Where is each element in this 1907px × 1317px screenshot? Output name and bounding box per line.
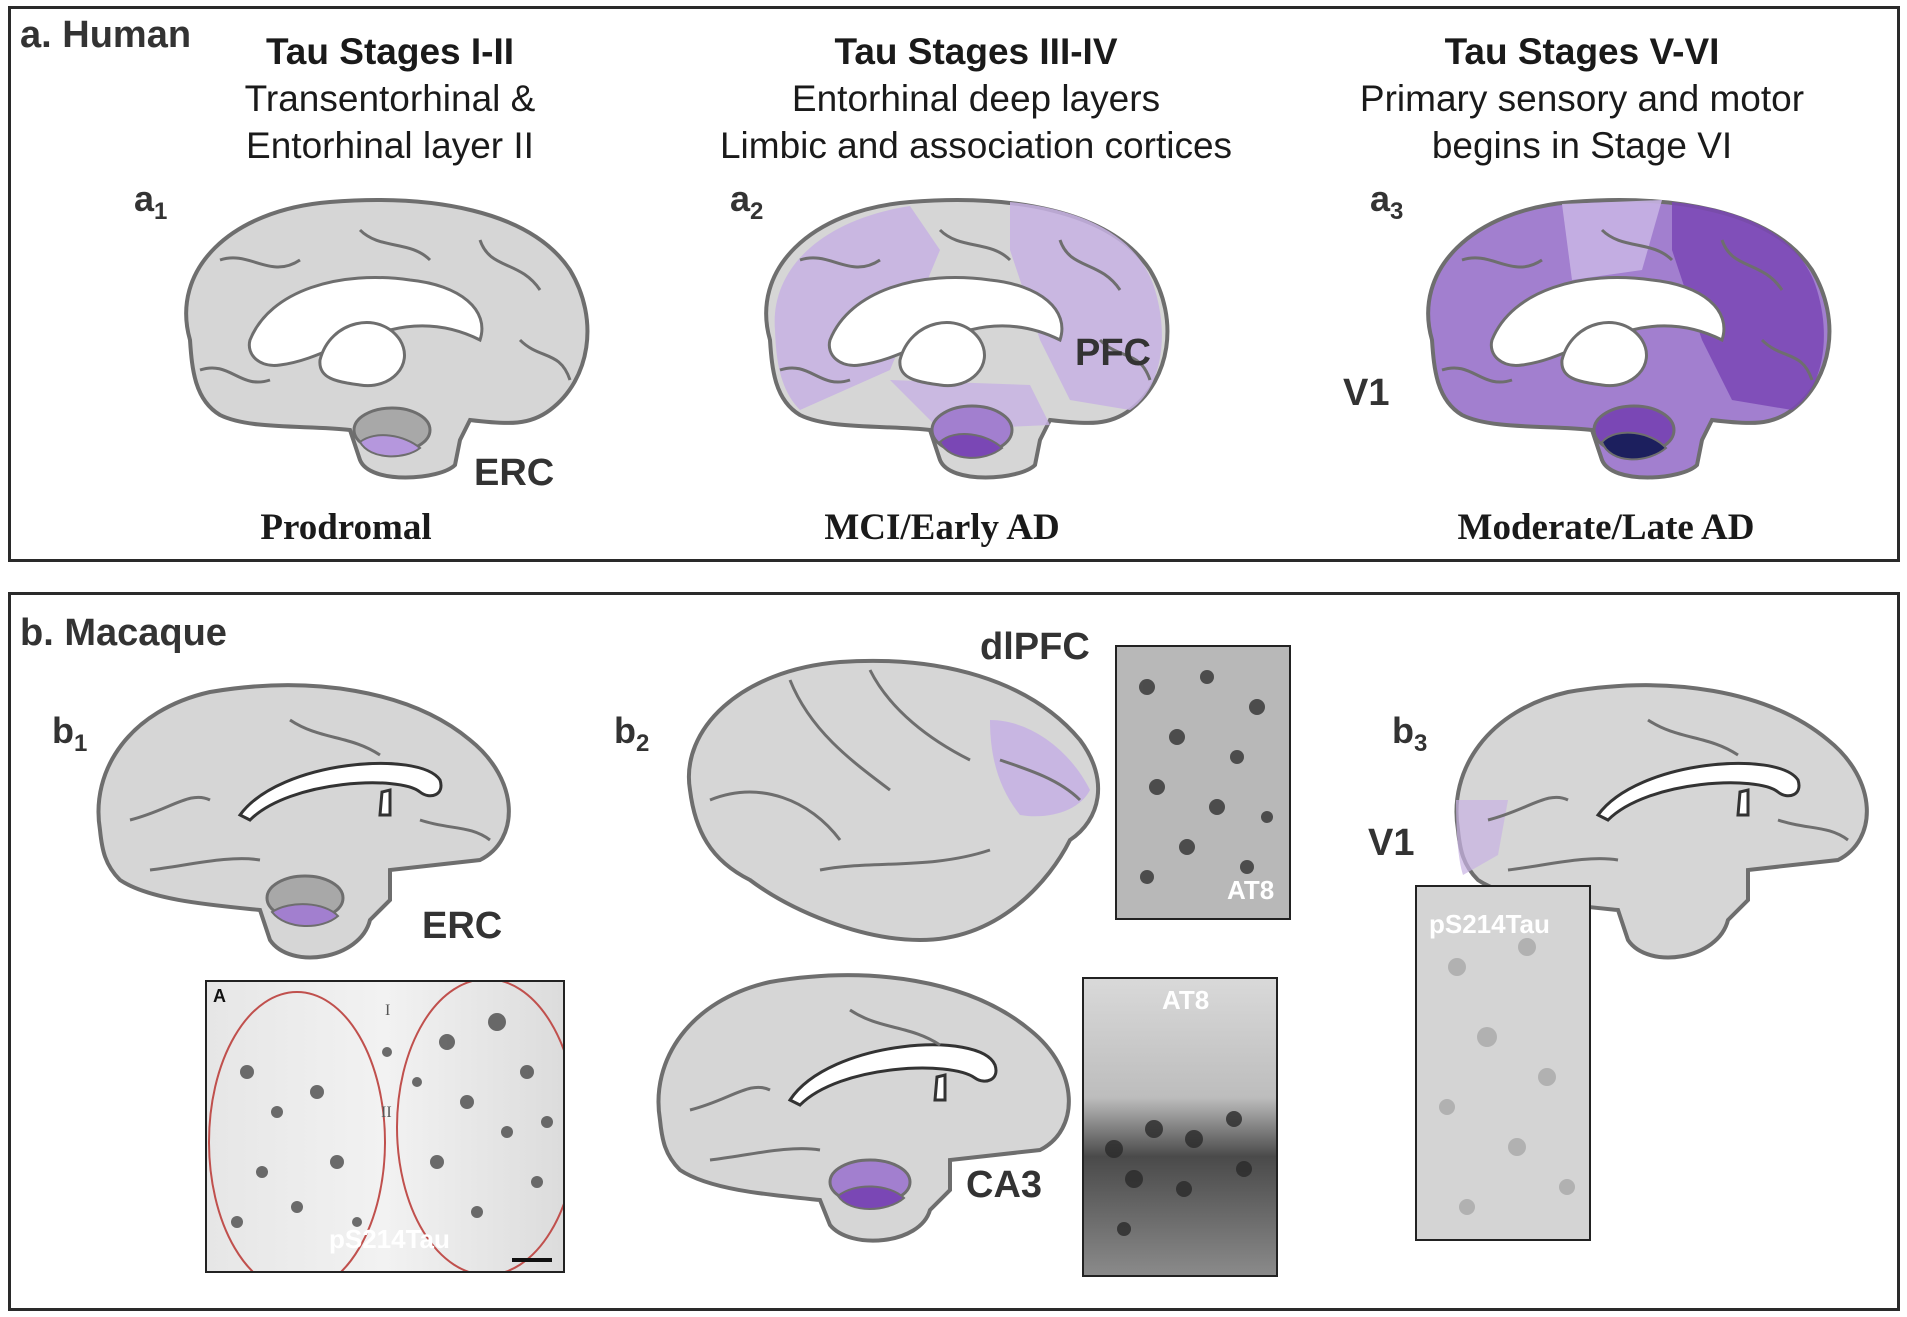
stage-heading-3: Tau Stages V-VI Primary sensory and moto… <box>1262 28 1902 169</box>
brain-outline <box>656 973 1071 1243</box>
sulci <box>689 1008 941 1162</box>
human-brain-stage-1 <box>184 198 590 480</box>
condition-prodromal: Prodromal <box>260 507 432 548</box>
panel-a-title: a. Human <box>20 14 192 56</box>
sulci <box>199 228 572 384</box>
panel-human <box>8 6 1900 562</box>
neuron-texture <box>1105 1111 1252 1236</box>
erc-tau-region <box>938 433 1004 459</box>
region-label-erc: ERC <box>474 452 555 494</box>
human-brain-stage-2 <box>764 198 1170 480</box>
region-label-v1-human: V1 <box>1343 372 1390 414</box>
layer-i-label: I <box>385 1002 391 1019</box>
sulci <box>709 669 1082 872</box>
stage-2-line1: Entorhinal deep layers <box>791 78 1161 119</box>
macaque-brain-medial-b1 <box>96 683 511 960</box>
neuron-texture <box>208 982 563 1271</box>
layer-ii-island-left <box>208 991 386 1271</box>
region-label-dlpfc: dlPFC <box>980 626 1090 668</box>
region-label-erc-macaque: ERC <box>422 905 503 947</box>
dlpfc-tau-region <box>990 720 1090 817</box>
macaque-brain-lateral-b2 <box>686 658 1101 943</box>
stage-3-line2: begins in Stage VI <box>1431 125 1733 166</box>
region-label-ca3: CA3 <box>966 1164 1043 1206</box>
micrograph-v1-ps214tau: pS214Tau <box>1415 885 1591 1241</box>
corpus-callosum <box>1595 761 1801 822</box>
erc-tau-region <box>358 434 422 458</box>
tau-association-frontal <box>1010 202 1162 410</box>
sublabel-b2: b2 <box>614 710 650 758</box>
neuron-texture <box>1139 670 1273 884</box>
sulci <box>1487 718 1849 872</box>
sulci <box>129 718 491 872</box>
sublabel-a1: a1 <box>134 178 168 226</box>
panel-b-title: b. Macaque <box>20 612 227 654</box>
corpus-callosum <box>787 1043 998 1107</box>
thalamus <box>318 321 406 388</box>
layer-ii-island-right <box>396 982 563 1271</box>
region-label-v1-macaque: V1 <box>1368 822 1415 864</box>
condition-moderate-late-ad: Moderate/Late AD <box>1457 507 1755 548</box>
panel-macaque <box>8 592 1900 1311</box>
stage-1-line2: Entorhinal layer II <box>246 125 534 166</box>
erc-tau-region <box>270 903 340 928</box>
erc-tau-region <box>1600 431 1668 461</box>
sulci <box>779 228 1152 384</box>
inset-letter: A <box>213 986 226 1006</box>
stage-3-title: Tau Stages V-VI <box>1444 31 1720 72</box>
stained-neurons <box>1139 670 1273 884</box>
stained-neurons <box>1105 1111 1252 1236</box>
condition-mci-early-ad: MCI/Early AD <box>824 507 1060 548</box>
stain-label-at8-bottom: AT8 <box>1162 985 1210 1015</box>
stain-label-at8-top: AT8 <box>1227 875 1275 905</box>
thalamus <box>898 321 986 388</box>
micrograph-ca3-at8: AT8 <box>1082 977 1278 1277</box>
tau-frontal-dense <box>1672 202 1824 410</box>
sulci <box>1441 228 1814 384</box>
corpus-callosum <box>237 761 443 822</box>
sublabel-a3: a3 <box>1370 178 1404 226</box>
stained-neurons <box>1439 938 1575 1215</box>
micrograph-dlpfc-at8: AT8 <box>1115 645 1291 920</box>
layer-ii-label: II <box>381 1104 392 1121</box>
ca3-tau-region <box>836 1185 906 1210</box>
micrograph-erc-ps214tau: A I II pS214Tau <box>205 980 565 1273</box>
tau-sensorimotor-light <box>1562 200 1662 280</box>
stain-label-ps214tau-b3: pS214Tau <box>1429 909 1550 939</box>
thalamus <box>1560 321 1648 388</box>
macaque-brain-medial-b2 <box>656 973 1071 1243</box>
stained-neurons <box>231 1013 553 1228</box>
region-label-pfc: PFC <box>1075 332 1151 374</box>
stage-heading-1: Tau Stages I-II Transentorhinal & Entorh… <box>70 28 710 169</box>
stage-1-line1: Transentorhinal & <box>244 78 536 119</box>
stage-3-line1: Primary sensory and motor <box>1359 78 1805 119</box>
human-brain-stage-3 <box>1426 198 1832 480</box>
neuron-texture <box>1439 938 1575 1215</box>
sublabel-b1: b1 <box>52 710 88 758</box>
stage-2-line2: Limbic and association cortices <box>719 125 1233 166</box>
sublabel-b3: b3 <box>1392 710 1428 758</box>
stage-heading-2: Tau Stages III-IV Entorhinal deep layers… <box>656 28 1296 169</box>
brain-outline <box>96 683 511 960</box>
sublabel-a2: a2 <box>730 178 764 226</box>
stain-label-ps214tau-b1: pS214Tau <box>329 1224 450 1254</box>
stage-2-title: Tau Stages III-IV <box>834 31 1118 72</box>
stage-1-title: Tau Stages I-II <box>265 31 515 72</box>
